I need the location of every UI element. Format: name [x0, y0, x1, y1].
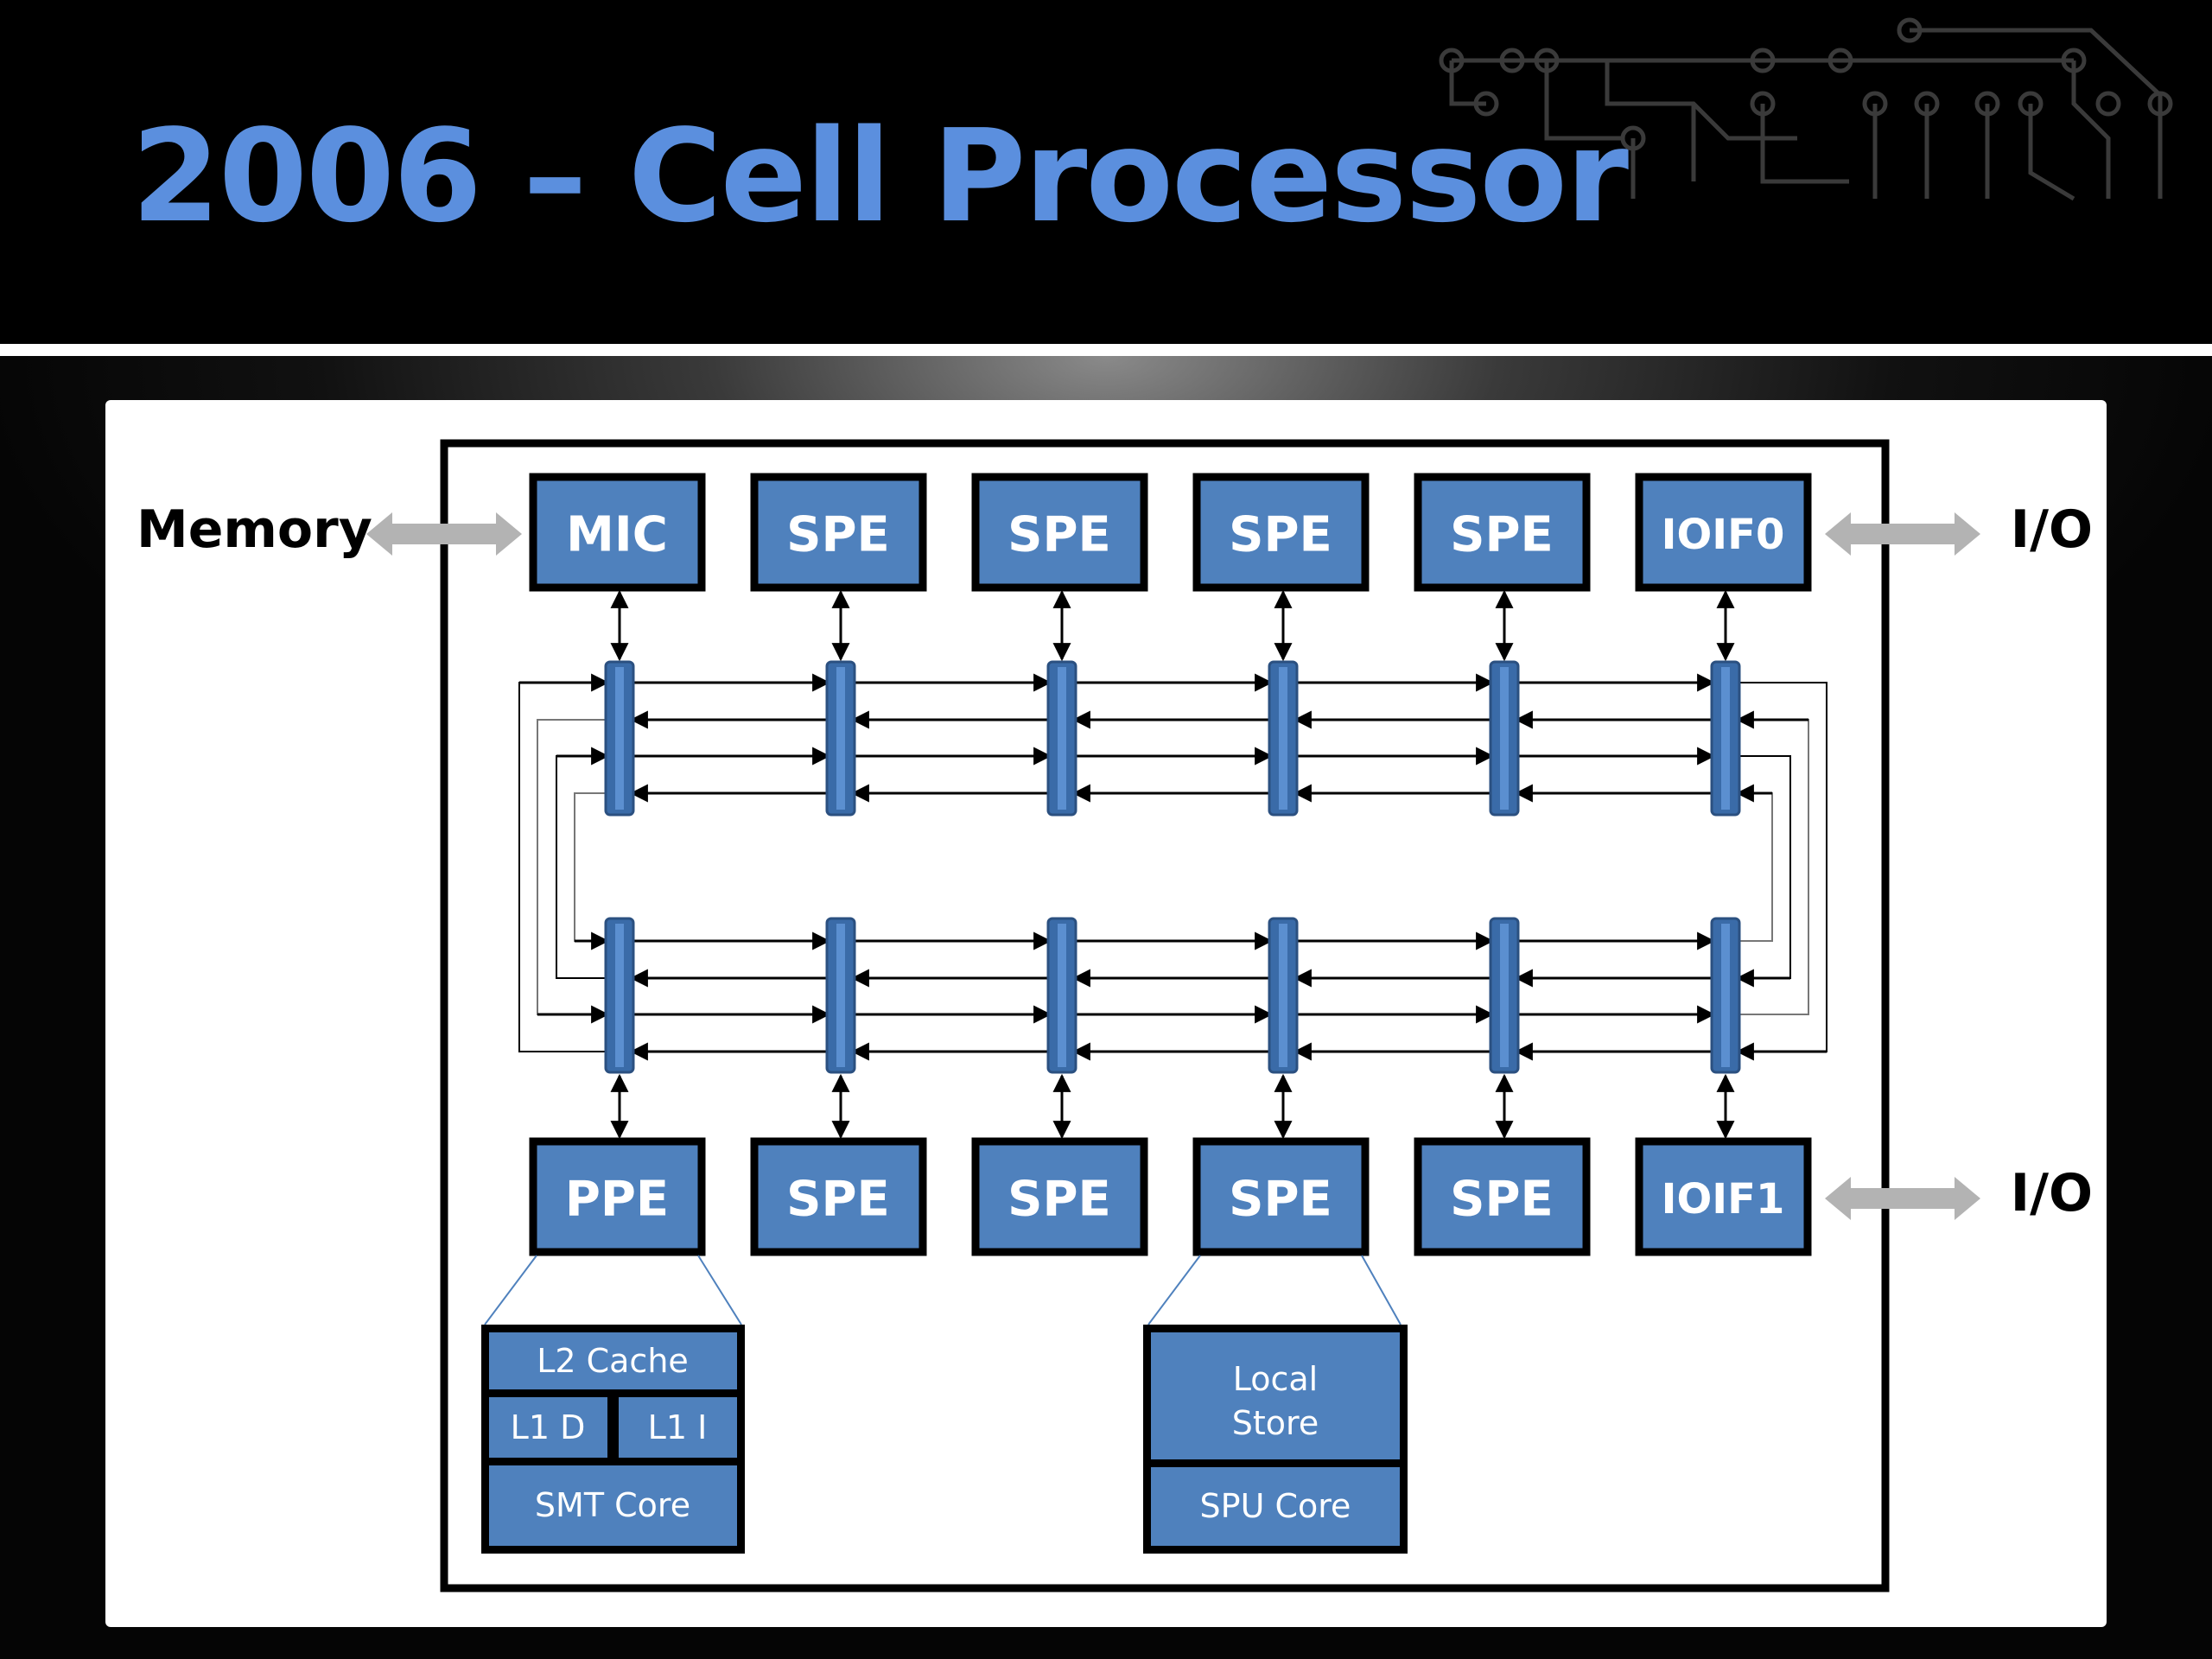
spu-core-label: SPU Core — [1200, 1487, 1351, 1525]
bus-connector-highlight — [836, 924, 845, 1067]
unit-spe[interactable]: SPE — [750, 473, 927, 592]
unit-label: SPE — [1450, 507, 1554, 563]
unit-label: MIC — [566, 507, 668, 563]
ring-return-line — [1738, 755, 1791, 979]
io-double-arrow-icon — [1825, 1177, 1980, 1220]
memory-label: Memory — [137, 499, 372, 560]
l2-cache-block: L2 Cache — [489, 1332, 737, 1389]
header-divider — [0, 344, 2212, 356]
element-interconnect-bus — [518, 673, 1827, 1061]
ring-return-line — [556, 755, 607, 979]
bus-connector-highlight — [1721, 924, 1730, 1067]
slide-title: 2006 – Cell Processor — [131, 102, 1629, 251]
spe-detail: Local Store SPU Core — [1143, 1255, 1408, 1554]
top-unit-row: MIC SPE SPE SPE SPE IOIF0 — [529, 473, 1812, 592]
bus-connector-highlight — [1279, 924, 1287, 1067]
l1d-label: L1 D — [511, 1408, 586, 1446]
bottom-unit-row: PPE SPE SPE SPE SPE IOIF1 — [529, 1137, 1812, 1256]
smt-core-block: SMT Core — [489, 1465, 737, 1546]
bus-connectors — [604, 660, 1741, 1074]
l2-cache-label: L2 Cache — [537, 1342, 689, 1380]
unit-mic[interactable]: MIC — [529, 473, 706, 592]
unit-spe[interactable]: SPE — [1414, 473, 1591, 592]
unit-label: SPE — [1007, 1172, 1111, 1228]
l1i-label: L1 I — [648, 1408, 708, 1446]
unit-label: SPE — [1007, 507, 1111, 563]
local-store-label-line2: Store — [1232, 1404, 1319, 1442]
bus-connector-highlight — [1279, 667, 1287, 810]
unit-spe[interactable]: SPE — [971, 473, 1148, 592]
ring-return-line — [1738, 682, 1827, 1052]
bus-connector-highlight — [1058, 667, 1066, 810]
io-label-bottom: I/O — [2011, 1163, 2093, 1224]
ppe-detail: L2 Cache L1 D L1 I SMT Core — [481, 1255, 745, 1554]
l1d-cache-block: L1 D — [489, 1397, 607, 1458]
local-store-label-line1: Local — [1233, 1360, 1319, 1398]
l1i-cache-block: L1 I — [619, 1397, 737, 1458]
unit-ppe[interactable]: PPE — [529, 1137, 706, 1256]
ring-return-line — [518, 682, 607, 1052]
unit-label: SPE — [786, 507, 890, 563]
bus-connector-highlight — [836, 667, 845, 810]
cell-processor-diagram: MIC SPE SPE SPE SPE IOIF0 — [137, 439, 2093, 1592]
ring-return-line — [574, 792, 607, 942]
unit-label: SPE — [1229, 1172, 1332, 1228]
unit-label: IOIF1 — [1662, 1175, 1785, 1224]
io-double-arrow-icon — [1825, 512, 1980, 556]
bus-connector-highlight — [1058, 924, 1066, 1067]
bus-connector-highlight — [1500, 924, 1509, 1067]
ring-return-line — [1738, 792, 1773, 942]
unit-ioif1[interactable]: IOIF1 — [1635, 1137, 1812, 1256]
unit-label: PPE — [565, 1172, 669, 1228]
memory-double-arrow-icon — [366, 512, 522, 556]
unit-label: IOIF0 — [1662, 511, 1785, 559]
bus-connector-highlight — [1500, 667, 1509, 810]
chip-outline — [440, 439, 1890, 1592]
spu-core-block: SPU Core — [1151, 1467, 1400, 1546]
bus-connector-highlight — [1721, 667, 1730, 810]
unit-label: SPE — [1229, 507, 1332, 563]
unit-spe[interactable]: SPE — [971, 1137, 1148, 1256]
unit-label: SPE — [1450, 1172, 1554, 1228]
unit-spe[interactable]: SPE — [1414, 1137, 1591, 1256]
bus-connector-highlight — [615, 667, 624, 810]
diagram-panel: MIC SPE SPE SPE SPE IOIF0 — [105, 400, 2107, 1627]
ring-return-line — [537, 719, 607, 1015]
slide-header: 2006 – Cell Processor — [0, 0, 2212, 344]
unit-label: SPE — [786, 1172, 890, 1228]
io-label-top: I/O — [2011, 499, 2093, 560]
unit-links — [610, 589, 1735, 1140]
smt-core-label: SMT Core — [535, 1486, 690, 1524]
unit-ioif0[interactable]: IOIF0 — [1635, 473, 1812, 592]
local-store-block: Local Store — [1151, 1332, 1400, 1459]
bus-connector-highlight — [615, 924, 624, 1067]
unit-spe[interactable]: SPE — [750, 1137, 927, 1256]
circuit-traces-icon — [1439, 17, 2173, 201]
unit-spe[interactable]: SPE — [1192, 473, 1370, 592]
unit-spe[interactable]: SPE — [1192, 1137, 1370, 1256]
